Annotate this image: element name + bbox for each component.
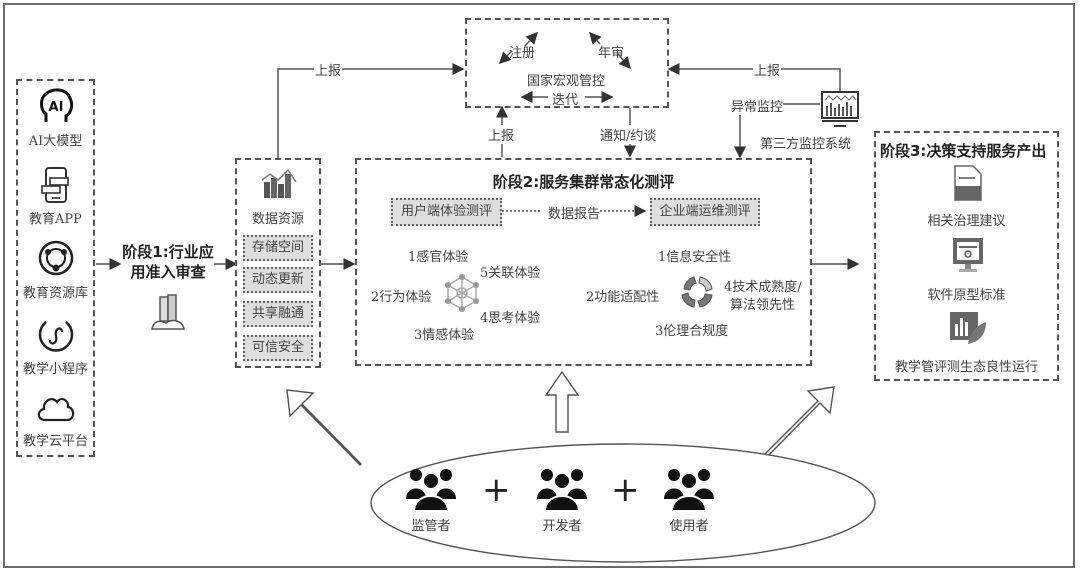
report-right-label: 上报	[753, 60, 782, 79]
app-mini-program[interactable]: 教学小程序	[18, 314, 93, 377]
stage1-title-line1: 阶段1:行业应	[122, 243, 214, 261]
network-hexagon-icon	[445, 274, 479, 312]
stakeholders-ellipse	[370, 443, 876, 563]
annual-arrow-up	[588, 31, 602, 45]
stakeholder-user[interactable]: 使用者	[654, 465, 724, 534]
national-control-panel	[465, 18, 669, 108]
eco-chart-icon	[950, 312, 986, 344]
iterate-label: 迭代	[552, 93, 579, 108]
stage3-output-3: 教学管评测生态良性运行	[894, 360, 1038, 375]
enterprise-eval-button[interactable]: 企业端运维测评	[650, 198, 760, 226]
user-item-3: 3情感体验	[414, 328, 475, 343]
diagram-frame	[3, 3, 1075, 568]
app-resource-library[interactable]: 教育资源库	[18, 238, 93, 301]
group-users-icon	[664, 469, 714, 512]
stage2-panel	[355, 158, 812, 366]
third-party-label: 第三方监控系统	[760, 137, 852, 152]
data-resources-title: 数据资源	[251, 212, 304, 227]
enterprise-item-4b: 算法领先性	[730, 298, 796, 313]
plus-sign-1: +	[482, 470, 511, 510]
plus-sign-2: +	[611, 470, 640, 510]
notify-label: 通知/约谈	[600, 125, 657, 144]
enterprise-item-4: 4技术成熟度/	[724, 280, 802, 295]
block-arrow-right	[755, 386, 835, 464]
stage3-panel	[874, 131, 1059, 381]
user-item-1: 1感官体验	[408, 250, 469, 265]
app-education-app[interactable]: 教育APP	[18, 166, 93, 227]
stakeholder-label: 开发者	[542, 519, 582, 534]
user-item-2: 2行为体验	[371, 290, 432, 305]
stage2-title: 阶段2:服务集群常态化测评	[492, 173, 675, 191]
data-resource-storage[interactable]: 存储空间	[243, 235, 313, 261]
register-label: 注册	[509, 46, 536, 61]
stakeholder-label: 使用者	[669, 519, 709, 534]
mobile-app-icon	[40, 167, 69, 203]
monitor-icon[interactable]	[820, 90, 860, 128]
register-arrow-up	[524, 31, 539, 47]
document-icon	[954, 165, 982, 201]
national-control-title: 国家宏观管控	[527, 74, 606, 89]
register-arrow-down	[498, 50, 513, 65]
data-resource-sharing[interactable]: 共享融通	[243, 301, 313, 327]
app-label: 教学小程序	[22, 362, 88, 377]
stakeholder-regulator[interactable]: 监管者	[396, 465, 466, 534]
stage3-title: 阶段3:决策支持服务产出	[880, 142, 1047, 160]
user-item-5: 5关联体验	[480, 266, 541, 281]
mini-program-icon	[38, 321, 73, 352]
stage3-output-1: 相关治理建议	[927, 214, 1006, 229]
group-users-icon	[406, 469, 456, 512]
report-up-label: 上报	[488, 125, 515, 144]
block-arrow-center	[544, 370, 580, 433]
app-label: AI大模型	[28, 134, 83, 149]
block-arrow-left	[286, 389, 362, 466]
report-right-line	[667, 63, 841, 92]
svg-text:AI: AI	[48, 100, 63, 115]
bar-chart-icon	[261, 168, 297, 198]
stage3-output-2: 软件原型标准	[927, 288, 1006, 303]
data-resource-dynamic-update[interactable]: 动态更新	[243, 267, 313, 293]
stakeholder-label: 监管者	[411, 519, 451, 534]
app-label: 教育资源库	[22, 286, 88, 301]
annual-review-label: 年审	[598, 46, 625, 61]
cloud-icon	[37, 398, 74, 422]
enterprise-item-3: 3伦理合规度	[655, 324, 729, 339]
cycle-arrows-icon	[681, 276, 713, 308]
report-left-line	[277, 63, 465, 158]
city-buildings-icon	[151, 294, 185, 330]
stage1-title: 阶段1:行业应 用准入审查	[118, 242, 218, 282]
desktop-standard-icon	[953, 238, 983, 272]
report-left-label: 上报	[314, 60, 343, 79]
stage1-title-line2: 用准入审查	[130, 263, 206, 281]
app-ai-model[interactable]: AI AI大模型	[18, 86, 93, 149]
apps-panel	[16, 79, 95, 457]
ai-head-icon: AI	[39, 88, 73, 122]
app-cloud-platform[interactable]: 教学云平台	[18, 390, 93, 449]
annual-arrow-down	[617, 53, 631, 70]
stakeholder-developer[interactable]: 开发者	[527, 465, 597, 534]
data-report-label: 数据报告	[548, 203, 601, 222]
data-resources-panel	[235, 158, 321, 368]
group-users-icon	[537, 469, 587, 512]
app-label: 教育APP	[29, 212, 82, 227]
user-eval-button[interactable]: 用户端体验测评	[391, 198, 502, 226]
user-item-4: 4思考体验	[480, 311, 541, 326]
anomaly-label: 异常监控	[731, 96, 784, 115]
app-label: 教学云平台	[22, 434, 88, 449]
enterprise-item-1: 1信息安全性	[658, 250, 732, 265]
resource-hub-icon	[38, 240, 73, 276]
data-resource-trusted-security[interactable]: 可信安全	[243, 335, 313, 361]
enterprise-item-2: 2功能适配性	[586, 290, 660, 305]
